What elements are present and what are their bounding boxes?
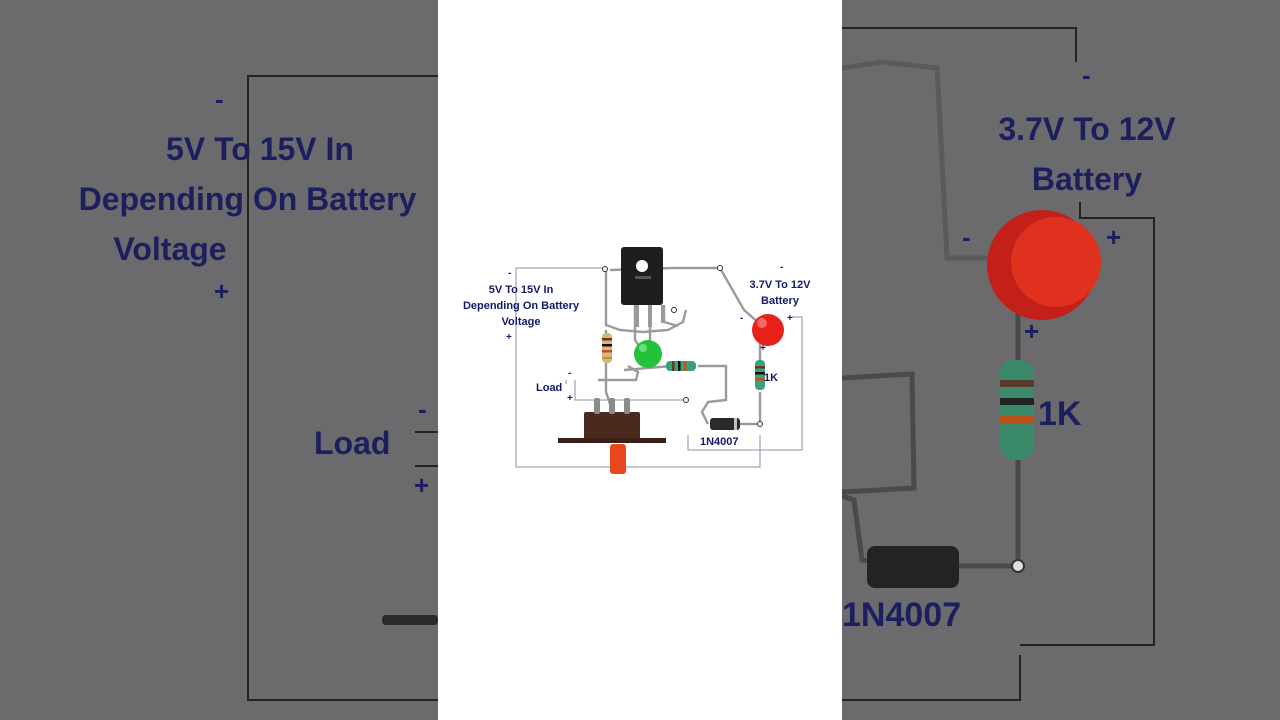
left-load-plus: + bbox=[414, 470, 430, 500]
right-minus-sign: - bbox=[1082, 60, 1091, 90]
resistor-value-label: 1K bbox=[764, 372, 779, 384]
right-zoom-panel: - 3.7V To 12V Battery - + + 1K 1N4007 bbox=[842, 0, 1280, 720]
resistor-bias bbox=[602, 333, 612, 363]
battery-line-2: Battery bbox=[761, 295, 799, 307]
left-load-label: Load bbox=[314, 425, 391, 461]
left-zoom-wires bbox=[247, 75, 438, 701]
diode-label: 1N4007 bbox=[700, 436, 739, 448]
battery-minus: - bbox=[780, 262, 784, 273]
right-diode-label: 1N4007 bbox=[842, 596, 962, 634]
slide-switch bbox=[558, 398, 666, 474]
load-plus: + bbox=[567, 393, 573, 404]
output-voltage-label: 5V To 15V In Depending On Battery Voltag… bbox=[446, 282, 596, 330]
battery-plus: + bbox=[787, 313, 793, 324]
left-plus-sign: + bbox=[214, 276, 230, 306]
resistor-1k bbox=[755, 360, 765, 390]
battery-line-1: 3.7V To 12V bbox=[749, 279, 811, 291]
led-red bbox=[752, 314, 784, 346]
diode-1n4007 bbox=[710, 418, 740, 430]
schematic-lines bbox=[515, 267, 803, 468]
right-battery-label: 3.7V To 12V Battery bbox=[962, 104, 1212, 204]
right-led-minus: - bbox=[962, 222, 971, 252]
load-label: Load bbox=[536, 382, 563, 394]
right-battery-line-2: Battery bbox=[1031, 161, 1143, 197]
right-battery-line-1: 3.7V To 12V bbox=[998, 111, 1176, 147]
output-line-1: 5V To 15V In bbox=[488, 284, 554, 296]
right-led-plus: + bbox=[1024, 316, 1040, 346]
circuit-diagram bbox=[515, 247, 803, 474]
output-line-3: Voltage bbox=[501, 316, 541, 328]
left-output-line-1: 5V To 15V In bbox=[166, 131, 354, 167]
output-line-2: Depending On Battery bbox=[462, 300, 580, 312]
red-led-minus: - bbox=[740, 313, 744, 324]
led-green bbox=[634, 340, 662, 368]
right-zoom-wires bbox=[842, 27, 1155, 701]
left-output-label: 5V To 15V In Depending On Battery Voltag… bbox=[60, 124, 438, 274]
transistor bbox=[621, 247, 665, 327]
left-output-line-2: Depending On Battery bbox=[78, 181, 417, 217]
left-minus-sign: - bbox=[215, 84, 224, 114]
load-minus: - bbox=[568, 368, 572, 379]
circuit-panel: - 5V To 15V In Depending On Battery Volt… bbox=[438, 0, 842, 720]
right-battery-plus: + bbox=[1106, 222, 1122, 252]
red-led-plus: + bbox=[760, 343, 766, 354]
output-minus: - bbox=[508, 268, 512, 279]
battery-label: 3.7V To 12V Battery bbox=[738, 277, 822, 309]
left-load-minus: - bbox=[418, 394, 427, 424]
output-plus: + bbox=[506, 332, 512, 343]
junctions bbox=[602, 265, 763, 427]
resistor-led bbox=[666, 361, 696, 371]
right-resistor-label: 1K bbox=[1038, 395, 1082, 433]
left-output-line-3: Voltage bbox=[113, 231, 227, 267]
left-zoom-panel: - 5V To 15V In Depending On Battery Volt… bbox=[0, 0, 438, 720]
